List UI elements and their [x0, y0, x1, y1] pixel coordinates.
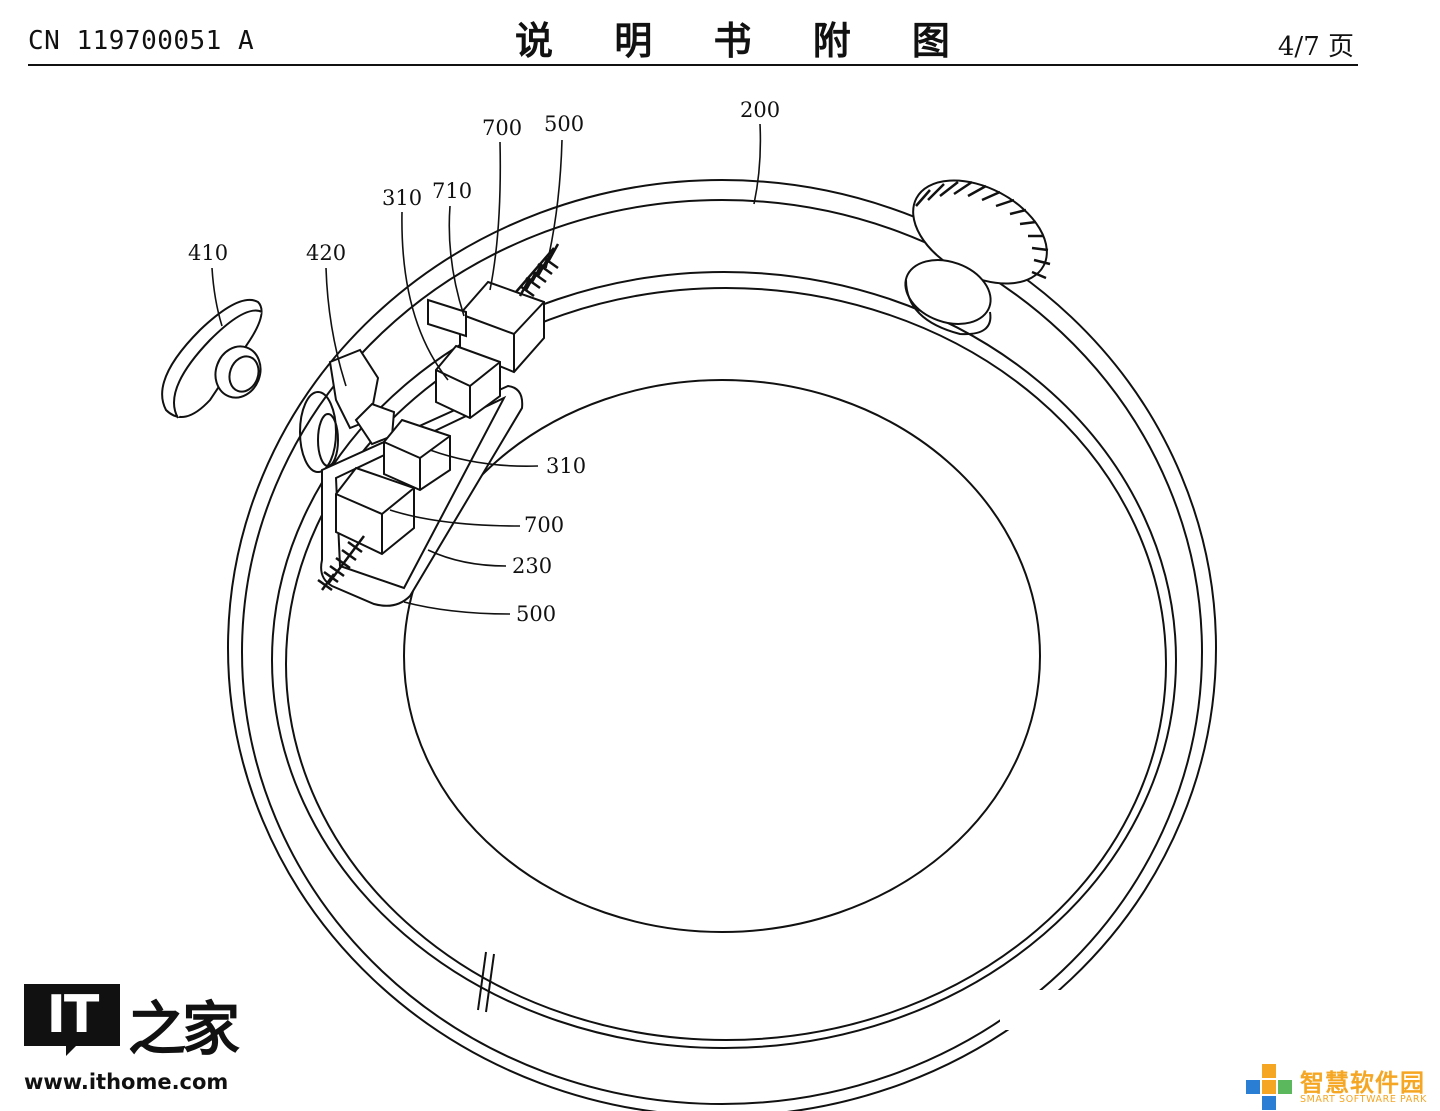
- leader-710: [448, 205, 465, 317]
- case-inner-ring: [271, 271, 1177, 1049]
- label-710: 710: [432, 179, 472, 203]
- part-410: [161, 298, 263, 419]
- page-number: 4/7 页: [1277, 32, 1354, 62]
- dial-opening: [403, 379, 1041, 933]
- label-700-top: 700: [482, 116, 522, 140]
- clip-710: [427, 298, 467, 338]
- case-seat-ring: [285, 287, 1167, 1041]
- watch-case: [227, 179, 1217, 1111]
- ssp-logo-icon: [1246, 1064, 1292, 1110]
- side-recess: [299, 391, 339, 473]
- ring-break-mask: [1000, 990, 1260, 1030]
- ithome-logo: IT: [24, 984, 120, 1046]
- ithome-logo-tail: [66, 1042, 80, 1056]
- label-500-bottom: 500: [516, 602, 556, 626]
- header-divider: [28, 64, 1358, 66]
- leader-700-top: [489, 141, 502, 291]
- label-230: 230: [512, 554, 552, 578]
- leader-lines: [211, 123, 762, 615]
- label-310-right: 310: [546, 454, 586, 478]
- patent-number: CN 119700051 A: [28, 26, 255, 56]
- label-500-top: 500: [544, 112, 584, 136]
- case-bezel-ring: [241, 199, 1203, 1105]
- leader-230: [427, 549, 507, 567]
- ssp-subtitle: SMART SOFTWARE PARK: [1300, 1094, 1427, 1105]
- leader-500-top: [545, 139, 563, 269]
- spring-500-bottom: [317, 535, 365, 592]
- label-420: 420: [306, 241, 346, 265]
- ssp-name: 智慧软件园: [1300, 1069, 1425, 1097]
- label-410: 410: [188, 241, 228, 265]
- leader-700-right: [389, 509, 521, 527]
- leader-410: [211, 267, 223, 327]
- mechanism-assembly: [317, 243, 560, 607]
- case-outer-ring: [227, 179, 1217, 1111]
- leader-310-top: [401, 211, 449, 381]
- page-title: 说 明 书 附 图: [515, 19, 974, 63]
- ithome-url: www.ithome.com: [24, 1070, 229, 1094]
- case-seam-2: [485, 953, 495, 1013]
- leader-200: [753, 123, 762, 205]
- label-200: 200: [740, 98, 780, 122]
- leader-500-bottom: [403, 601, 511, 615]
- ithome-logo-chars: 之家: [128, 995, 240, 1063]
- leader-310-right: [429, 449, 539, 467]
- label-310-top: 310: [382, 186, 422, 210]
- ithome-logo-text: IT: [46, 985, 100, 1045]
- leader-420: [325, 267, 347, 387]
- label-700-right: 700: [524, 513, 564, 537]
- spring-500-top: [515, 243, 560, 298]
- case-seam: [477, 951, 487, 1011]
- crown: [904, 179, 1051, 336]
